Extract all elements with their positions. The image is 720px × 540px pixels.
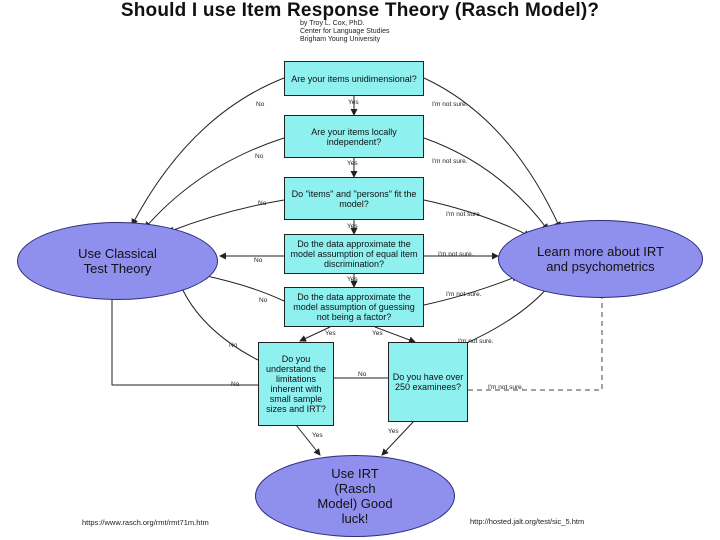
outcome-classical-test-theory: Use Classical Test Theory bbox=[17, 222, 218, 300]
page-title: Should I use Item Response Theory (Rasch… bbox=[120, 0, 600, 21]
label-yes-1: Yes bbox=[348, 99, 359, 106]
label-not-sure-5: I'm not sure. bbox=[446, 291, 482, 298]
label-no-8: No bbox=[358, 371, 367, 378]
outcome-learn-more: Learn more about IRT and psychometrics bbox=[498, 220, 703, 298]
question-unidimensional: Are your items unidimensional? bbox=[284, 61, 424, 96]
question-small-sample: Do you understand the limitations inhere… bbox=[258, 342, 334, 426]
label-yes-2: Yes bbox=[347, 160, 358, 167]
question-local-independence: Are your items locally independent? bbox=[284, 115, 424, 158]
label-not-sure-7: I'm not sure. bbox=[488, 384, 524, 391]
label-no-4: No bbox=[254, 257, 263, 264]
outcome-use-irt: Use IRT (Rasch Model) Good luck! bbox=[255, 455, 455, 537]
label-yes-7: Yes bbox=[312, 432, 323, 439]
label-not-sure-2: I'm not sure. bbox=[432, 158, 468, 165]
source-link-right[interactable]: http://hosted.jalt.org/test/sic_5.htm bbox=[470, 517, 585, 526]
label-not-sure-4: I'm not sure. bbox=[438, 251, 474, 258]
label-not-sure-3: I'm not sure. bbox=[446, 211, 482, 218]
label-no-1: No bbox=[256, 101, 265, 108]
byline-author: by Troy L. Cox, PhD. bbox=[300, 20, 365, 27]
label-no-2: No bbox=[255, 153, 264, 160]
label-no-5: No bbox=[259, 297, 268, 304]
source-link-left[interactable]: https://www.rasch.org/rmt/rmt71m.htm bbox=[82, 518, 209, 527]
byline: by Troy L. Cox, PhD. Center for Language… bbox=[300, 20, 500, 44]
label-not-sure-1: I'm not sure. bbox=[432, 101, 468, 108]
question-equal-discrimination: Do the data approximate the model assump… bbox=[284, 234, 424, 274]
label-yes-4: Yes bbox=[347, 276, 358, 283]
label-no-7: No bbox=[231, 381, 240, 388]
label-no-6: No bbox=[229, 342, 238, 349]
label-yes-3: Yes bbox=[347, 223, 358, 230]
question-model-fit: Do "items" and "persons" fit the model? bbox=[284, 177, 424, 220]
label-yes-5: Yes bbox=[325, 330, 336, 337]
question-examinees: Do you have over 250 examinees? bbox=[388, 342, 468, 422]
label-yes-6: Yes bbox=[372, 330, 383, 337]
question-guessing: Do the data approximate the model assump… bbox=[284, 287, 424, 327]
label-yes-8: Yes bbox=[388, 428, 399, 435]
label-not-sure-6: I'm not sure. bbox=[458, 338, 494, 345]
label-no-3: No bbox=[258, 200, 267, 207]
byline-university: Brigham Young University bbox=[300, 36, 381, 43]
byline-center: Center for Language Studies bbox=[300, 28, 390, 35]
